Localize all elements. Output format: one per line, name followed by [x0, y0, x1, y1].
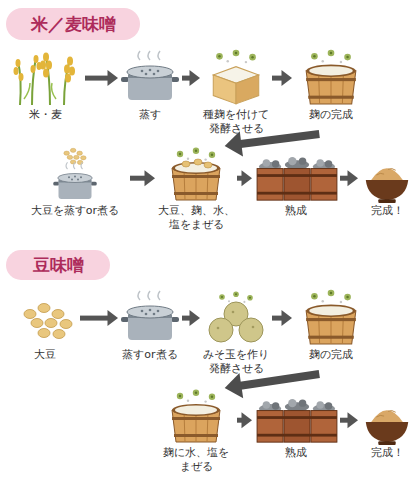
arrow-shaft — [182, 316, 191, 321]
step-caption: 蒸す — [118, 108, 182, 122]
step-caption: 熟成 — [252, 204, 340, 218]
arrow-head — [190, 310, 201, 326]
mixing-tub-illustration — [172, 148, 220, 200]
arrow-head — [282, 310, 293, 326]
process-step: 完成！ — [358, 146, 416, 238]
flow-arrow — [130, 170, 155, 186]
process-step: 麹の完成 — [292, 288, 370, 374]
process-step: 米・麦 — [5, 48, 85, 134]
arrow-head — [225, 373, 243, 398]
arrow-shaft — [272, 76, 283, 81]
arrow-head — [348, 412, 359, 428]
step-caption: 麹の完成 — [292, 108, 370, 122]
miso-bowl-illustration — [366, 168, 408, 203]
arrow-shaft — [80, 316, 109, 321]
section-heading: 豆味噌 — [33, 255, 84, 275]
step-caption: 麹に水、塩を まぜる — [155, 446, 237, 474]
steamer-illustration — [121, 291, 179, 340]
arrow-shaft — [85, 76, 109, 81]
arrow-shaft — [240, 134, 319, 144]
step-caption: 完成！ — [358, 204, 416, 218]
steamer-illustration — [53, 162, 97, 199]
arrow-head — [108, 310, 119, 326]
miso-bowl-illustration — [366, 410, 408, 445]
arrow-head — [145, 170, 156, 186]
process-step: 完成！ — [358, 388, 416, 480]
process-step: みそ玉を作り 発酵させる — [200, 288, 272, 374]
koji-tub-illustration — [306, 290, 356, 344]
arrow-shaft — [340, 418, 349, 423]
aging-barrels-illustration — [257, 157, 337, 200]
process-step: 大豆、麹、水、 塩をまぜる — [155, 146, 237, 238]
flow-arrow — [272, 70, 292, 86]
process-step: 大豆を蒸すor煮る — [20, 146, 130, 238]
soybean-illustration — [24, 304, 72, 339]
process-step: 熟成 — [252, 146, 340, 238]
steamer-illustration — [121, 51, 179, 100]
arrow-shaft — [130, 176, 146, 181]
step-caption: 完成！ — [358, 446, 416, 460]
arrow-shaft — [272, 316, 283, 321]
process-step: 蒸すor煮る — [118, 288, 182, 374]
rice-wheat-illustration — [14, 53, 76, 106]
section-heading: 米／麦味噌 — [31, 14, 116, 34]
flow-arrow — [237, 412, 252, 428]
step-caption: 大豆、麹、水、 塩をまぜる — [155, 204, 237, 232]
flow-arrow — [340, 412, 358, 428]
flow-arrow — [80, 310, 118, 326]
process-step: 熟成 — [252, 388, 340, 480]
step-caption: 麹の完成 — [292, 348, 370, 362]
koji-tub-illustration — [306, 50, 356, 104]
flow-arrow — [340, 170, 358, 186]
flow-arrow — [182, 310, 200, 326]
process-step: 麹の完成 — [292, 48, 370, 134]
flow-arrow — [237, 170, 252, 186]
section-heading-pill: 米／麦味噌 — [6, 8, 140, 40]
process-step: 麹に水、塩を まぜる — [155, 388, 237, 480]
arrow-head — [282, 70, 293, 86]
arrow-head — [108, 70, 119, 86]
step-caption: 熟成 — [252, 446, 340, 460]
flow-arrow — [225, 373, 320, 398]
step-caption: 種麹を付けて 発酵させる — [200, 108, 272, 136]
process-step: 蒸す — [118, 48, 182, 134]
process-step: 種麹を付けて 発酵させる — [200, 48, 272, 134]
flow-arrow — [85, 70, 118, 86]
arrow-head — [190, 70, 201, 86]
arrow-shaft — [240, 374, 319, 386]
mixing-tub-illustration — [172, 390, 220, 442]
miso-ball-illustration — [209, 291, 263, 342]
process-step: 大豆 — [10, 288, 80, 374]
arrow-head — [242, 170, 253, 186]
step-caption: 米・麦 — [5, 108, 85, 122]
arrow-head — [242, 412, 253, 428]
arrow-head — [348, 170, 359, 186]
step-caption: 大豆 — [10, 348, 80, 362]
arrow-shaft — [340, 176, 349, 181]
koji-box-illustration — [213, 50, 258, 104]
step-caption: 大豆を蒸すor煮る — [20, 204, 130, 218]
section-heading-pill: 豆味噌 — [6, 250, 110, 280]
flow-arrow — [182, 70, 200, 86]
flow-arrow — [272, 310, 292, 326]
step-caption: みそ玉を作り 発酵させる — [200, 348, 272, 376]
aging-barrels-illustration — [257, 399, 337, 442]
arrow-shaft — [182, 76, 191, 81]
step-caption: 蒸すor煮る — [118, 348, 182, 362]
